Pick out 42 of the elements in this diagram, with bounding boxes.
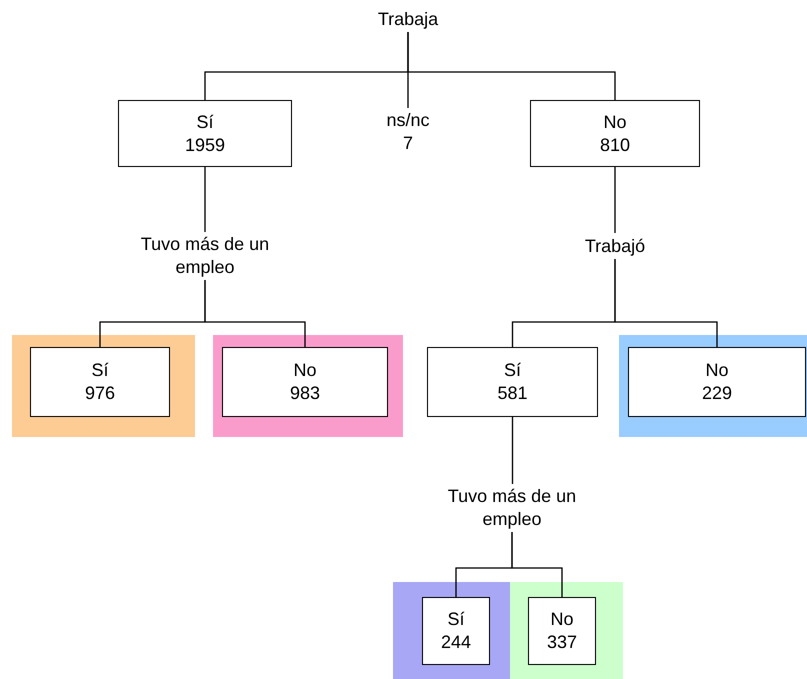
highlight-band <box>12 335 195 437</box>
count-value: 976 <box>84 382 116 405</box>
category-label: ns/nc <box>386 109 430 132</box>
category-label: Sí <box>504 359 521 382</box>
category-label: Trabaja <box>378 8 438 30</box>
connector-line <box>204 280 306 347</box>
category-label: Tuvo más de un empleo <box>140 233 270 279</box>
category-label: No <box>603 110 626 134</box>
count-value: 7 <box>402 132 413 155</box>
connector-line <box>512 417 514 484</box>
highlight-band <box>619 335 807 437</box>
category-label: Tuvo más de un empleo <box>446 485 578 531</box>
connector-line <box>407 32 616 100</box>
count-box <box>118 100 292 167</box>
connector-line <box>511 532 563 597</box>
count-value: 337 <box>546 631 578 654</box>
highlight-band <box>510 582 623 679</box>
highlight-band <box>393 582 510 679</box>
category-label: No <box>550 608 574 631</box>
count-box <box>422 597 490 665</box>
category-label: No <box>293 359 316 382</box>
count-box <box>530 100 700 167</box>
connector-line <box>614 167 616 233</box>
count-box <box>30 347 170 417</box>
count-value: 581 <box>497 382 528 405</box>
connector-line <box>204 167 206 232</box>
category-label: Trabajó <box>584 234 646 258</box>
count-box <box>628 347 806 417</box>
category-label: No <box>705 359 728 382</box>
connector-line <box>614 259 718 347</box>
count-value: 983 <box>290 382 320 405</box>
highlight-band <box>213 335 403 437</box>
count-box <box>222 347 388 417</box>
count-value: 810 <box>600 134 630 156</box>
category-label: Sí <box>91 359 108 382</box>
count-value: 229 <box>702 382 732 405</box>
count-box <box>427 347 598 417</box>
count-value: 1959 <box>184 134 226 156</box>
category-label: Sí <box>447 608 464 631</box>
category-label: Sí <box>196 110 214 134</box>
count-value: 244 <box>440 631 472 654</box>
count-box <box>528 597 596 665</box>
